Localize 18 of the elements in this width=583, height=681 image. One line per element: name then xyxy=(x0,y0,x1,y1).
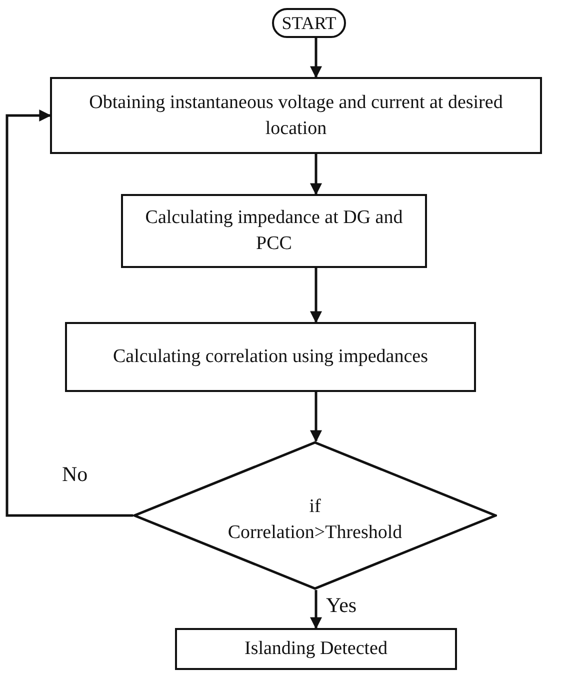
arrow xyxy=(310,268,322,324)
arrow xyxy=(310,154,322,196)
start-terminal xyxy=(272,8,346,38)
decision-diamond xyxy=(133,441,497,590)
node-text: Islanding Detected xyxy=(244,637,388,662)
arrow xyxy=(310,590,322,630)
node-text: Calculating impedance at DG and PCC xyxy=(144,206,404,256)
arrow xyxy=(310,38,322,78)
process-box xyxy=(65,322,476,392)
node-text: Obtaining instantaneous voltage and current at desired location xyxy=(88,90,504,140)
node-text: Calculating correlation using impedances xyxy=(113,345,428,370)
process-box xyxy=(121,194,427,268)
node-text: if Correlation>Threshold xyxy=(228,494,402,544)
node-text: START xyxy=(282,12,336,35)
arrow xyxy=(6,110,133,517)
process-box xyxy=(50,77,542,154)
arrow xyxy=(310,392,322,442)
process-box xyxy=(175,628,457,670)
